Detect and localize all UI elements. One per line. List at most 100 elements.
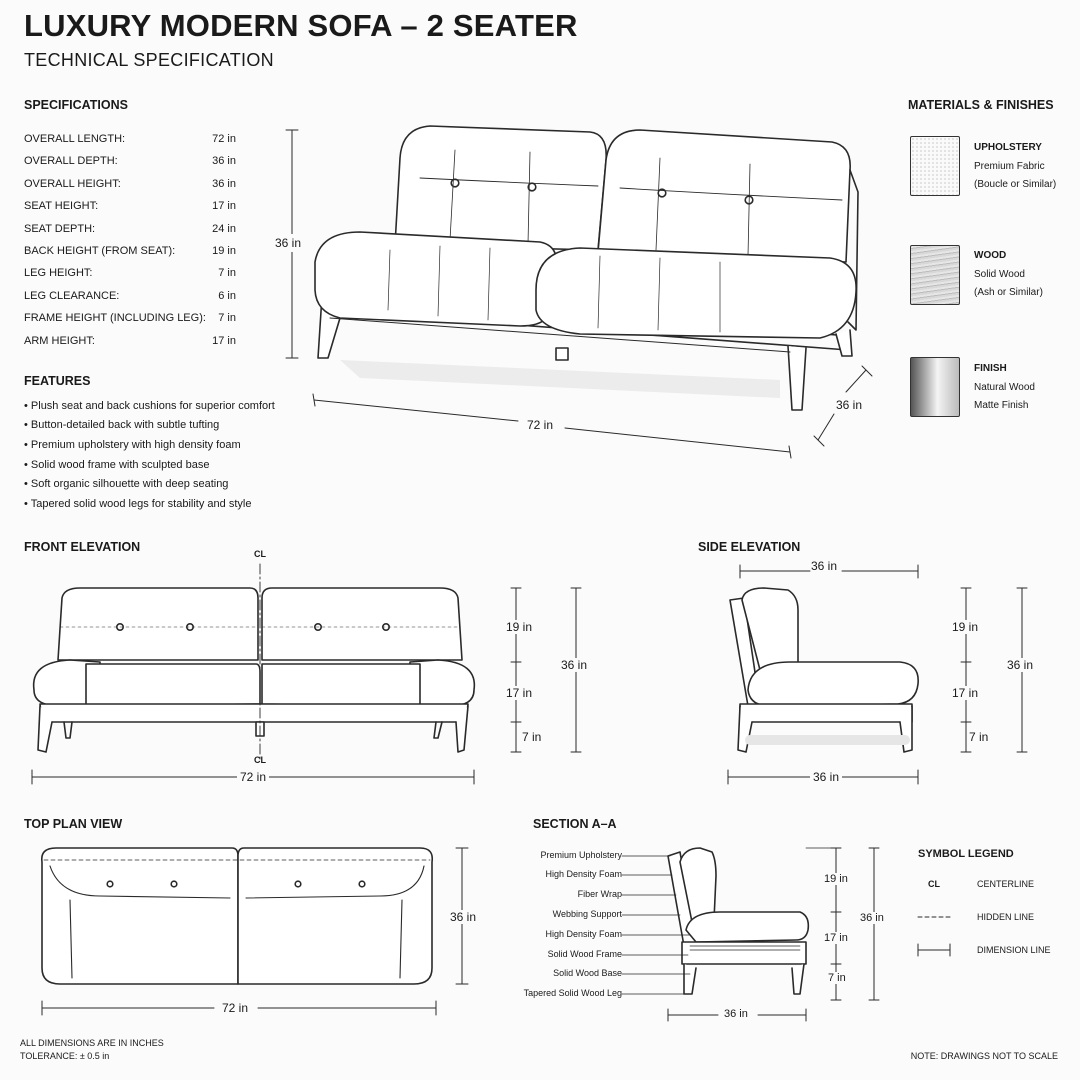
callout-label: Webbing Support — [552, 909, 622, 919]
spec-row: ARM HEIGHT: 17 in — [24, 335, 236, 347]
spec-row: OVERALL LENGTH: 72 in — [24, 133, 236, 145]
side-depth-top-label: 36 in — [811, 559, 838, 573]
finish-swatch — [910, 357, 960, 417]
footer-units: ALL DIMENSIONS ARE IN INCHES — [20, 1038, 164, 1048]
footer-note: NOTE: DRAWINGS NOT TO SCALE — [910, 1051, 1058, 1061]
callout-label: High Density Foam — [545, 929, 622, 939]
hero-height-label: 36 in — [275, 234, 302, 252]
material-desc: Premium Fabric(Boucle or Similar) — [974, 161, 1057, 190]
spec-value: 24 in — [212, 223, 236, 235]
side-total-height-label: 36 in — [1007, 658, 1034, 672]
wood-swatch — [910, 245, 960, 305]
spec-label: LEG CLEARANCE: — [24, 290, 120, 302]
page-subtitle: TECHNICAL SPECIFICATION — [24, 50, 274, 70]
legend-symbols — [917, 916, 951, 957]
front-elevation-drawing — [32, 563, 476, 761]
callout-label: Tapered Solid Wood Leg — [523, 988, 622, 998]
material-desc: Solid Wood(Ash or Similar) — [974, 269, 1043, 298]
materials-heading: MATERIALS & FINISHES — [908, 98, 1054, 112]
callout-label: Fiber Wrap — [577, 889, 622, 899]
page-title: LUXURY MODERN SOFA – 2 SEATER — [24, 8, 578, 43]
spec-value: 72 in — [212, 133, 236, 145]
spec-row: OVERALL HEIGHT: 36 in — [24, 178, 236, 190]
legend-heading: SYMBOL LEGEND — [918, 848, 1014, 860]
spec-value: 36 in — [212, 178, 236, 190]
section-aa-drawing — [621, 847, 837, 995]
centerline-bottom-label: CL — [254, 755, 266, 765]
section-leg-height-label: 7 in — [828, 972, 846, 984]
section-depth-label: 36 in — [724, 1008, 748, 1020]
section-heading: SECTION A–A — [533, 817, 617, 831]
front-elevation-heading: FRONT ELEVATION — [24, 540, 141, 554]
spec-label: OVERALL LENGTH: — [24, 133, 126, 145]
feature-item: • Soft organic silhouette with deep seat… — [24, 478, 229, 490]
upholstery-swatch — [910, 136, 960, 196]
spec-label: FRAME HEIGHT (INCLUDING LEG): — [24, 312, 206, 324]
legend-dimension-line-label: DIMENSION LINE — [977, 945, 1051, 955]
spec-row: LEG HEIGHT: 7 in — [24, 267, 236, 279]
material-name: FINISH — [974, 363, 1007, 374]
spec-value: 6 in — [218, 290, 236, 302]
side-elevation-dimensions — [727, 564, 1028, 785]
legend-centerline-label: CENTERLINE — [977, 879, 1035, 889]
spec-label: OVERALL DEPTH: — [24, 155, 118, 167]
feature-item: • Button-detailed back with subtle tufti… — [24, 419, 220, 431]
front-total-height-label: 36 in — [561, 658, 588, 672]
specifications-heading: SPECIFICATIONS — [24, 98, 128, 112]
spec-row: SEAT DEPTH: 24 in — [24, 223, 236, 235]
feature-item: • Plush seat and back cushions for super… — [24, 400, 275, 412]
spec-value: 19 in — [212, 245, 236, 257]
hero-depth-label: 36 in — [836, 398, 863, 412]
spec-row: FRAME HEIGHT (INCLUDING LEG):7 in — [24, 312, 236, 324]
section-seat-height-label: 17 in — [824, 932, 848, 944]
feature-item: • Solid wood frame with sculpted base — [24, 459, 210, 471]
footer-tolerance: TOLERANCE: ± 0.5 in — [20, 1051, 110, 1061]
legend-hidden-line-label: HIDDEN LINE — [977, 912, 1035, 922]
top-plan-drawing — [40, 847, 434, 985]
hero-dimension-lines — [285, 129, 873, 459]
top-plan-heading: TOP PLAN VIEW — [24, 817, 123, 831]
callout-label: Solid Wood Base — [553, 968, 622, 978]
spec-label: LEG HEIGHT: — [24, 267, 93, 279]
callout-label: Premium Upholstery — [540, 850, 622, 860]
side-leg-height-label: 7 in — [969, 730, 989, 744]
material-name: WOOD — [974, 250, 1007, 261]
hero-length-label: 72 in — [527, 418, 554, 432]
top-plan-length-label: 72 in — [222, 1001, 249, 1015]
spec-label: OVERALL HEIGHT: — [24, 178, 121, 190]
material-name: UPHOLSTERY — [974, 142, 1042, 153]
side-depth-bottom-label: 36 in — [810, 770, 843, 784]
spec-label: SEAT HEIGHT: — [24, 200, 99, 212]
side-seat-height-label: 17 in — [952, 686, 979, 700]
front-length-label: 72 in — [237, 770, 270, 784]
callout-label: High Density Foam — [545, 869, 622, 879]
spec-row: SEAT HEIGHT: 17 in — [24, 200, 236, 212]
feature-item: • Premium upholstery with high density f… — [24, 439, 241, 451]
callout-label: Solid Wood Frame — [547, 949, 622, 959]
spec-row: BACK HEIGHT (FROM SEAT): 19 in — [24, 245, 236, 257]
spec-value: 17 in — [212, 335, 236, 347]
front-seat-height-label: 17 in — [506, 686, 533, 700]
features-heading: FEATURES — [24, 374, 91, 388]
side-elevation-heading: SIDE ELEVATION — [698, 540, 801, 554]
legend-centerline-symbol: CL — [928, 879, 940, 889]
feature-item: • Tapered solid wood legs for stability … — [24, 498, 252, 510]
front-leg-height-label: 7 in — [522, 730, 542, 744]
spec-label: BACK HEIGHT (FROM SEAT): — [24, 245, 176, 257]
spec-row: OVERALL DEPTH: 36 in — [24, 155, 236, 167]
spec-label: SEAT DEPTH: — [24, 223, 96, 235]
spec-value: 7 in — [218, 267, 236, 279]
spec-row: LEG CLEARANCE: 6 in — [24, 290, 236, 302]
section-total-height-label: 36 in — [860, 912, 884, 924]
side-elevation-drawing — [729, 587, 919, 753]
centerline-top-label: CL — [254, 549, 266, 559]
spec-value: 36 in — [212, 155, 236, 167]
top-plan-depth-label: 36 in — [450, 910, 477, 924]
side-back-height-label: 19 in — [952, 620, 979, 634]
hero-sofa-drawing — [314, 125, 859, 411]
spec-value: 17 in — [212, 200, 236, 212]
front-back-height-label: 19 in — [506, 620, 533, 634]
spec-label: ARM HEIGHT: — [24, 335, 95, 347]
